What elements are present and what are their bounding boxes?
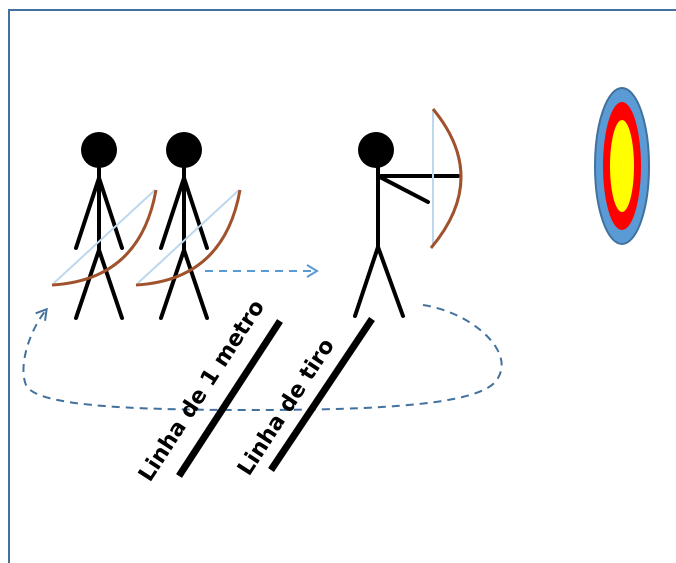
waiting-archer-2 [159, 132, 209, 320]
archer-head [166, 132, 202, 168]
shooting-archer [353, 132, 460, 318]
shooting-bow [429, 108, 463, 249]
one-meter-line [176, 319, 283, 478]
shooting-line-label: Linha de tiro [233, 334, 340, 480]
archer-head [358, 132, 394, 168]
archery-target [594, 87, 650, 245]
shooting-line [268, 317, 375, 472]
return-loop-arrow [22, 304, 503, 412]
waiting-bow-2 [135, 189, 242, 287]
frame-border [8, 9, 676, 563]
archer-head [81, 132, 117, 168]
waiting-archer-1 [74, 132, 124, 320]
waiting-bow-1 [51, 189, 158, 287]
